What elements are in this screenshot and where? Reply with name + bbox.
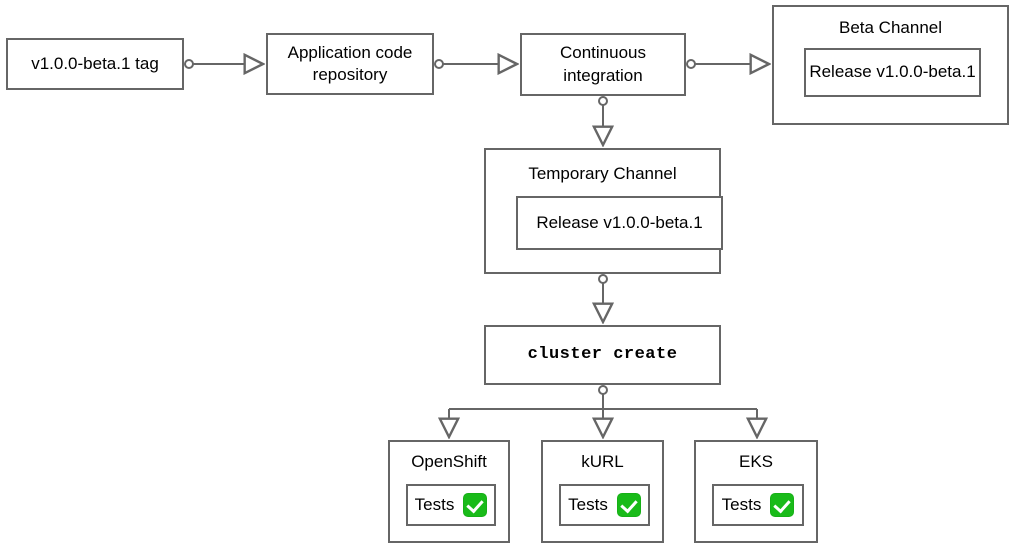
beta-channel-title: Beta Channel bbox=[838, 18, 943, 37]
openshift-title: OpenShift bbox=[411, 452, 487, 471]
temporary-channel-title: Temporary Channel bbox=[528, 164, 677, 183]
kurl-tests-box[interactable]: Tests bbox=[559, 484, 650, 526]
node-beta-channel[interactable]: Beta Channel Release v1.0.0-beta.1 bbox=[772, 5, 1009, 125]
kurl-title: kURL bbox=[581, 452, 624, 471]
beta-channel-release-label: Release v1.0.0-beta.1 bbox=[809, 62, 976, 82]
ci-label-line1: Continuous bbox=[559, 43, 646, 63]
eks-tests-label: Tests bbox=[721, 494, 762, 514]
node-continuous-integration[interactable]: Continuous integration bbox=[520, 33, 686, 96]
node-cluster-create[interactable]: cluster create bbox=[484, 325, 721, 385]
openshift-tests-box[interactable]: Tests bbox=[406, 484, 496, 526]
white-heavy-check-mark-icon bbox=[770, 493, 795, 517]
edge-cluster-create-branch bbox=[449, 385, 757, 437]
openshift-tests-label: Tests bbox=[414, 494, 455, 514]
node-version-tag-label: v1.0.0-beta.1 tag bbox=[31, 53, 159, 73]
edge-tag-to-repo bbox=[184, 60, 263, 68]
ci-label-line2: integration bbox=[563, 65, 643, 85]
repo-label-line2: repository bbox=[312, 65, 388, 84]
node-application-code-repository-label: Application code repository bbox=[288, 42, 413, 86]
eks-title: EKS bbox=[738, 452, 774, 471]
node-kurl[interactable]: kURL Tests bbox=[541, 440, 664, 543]
temporary-channel-release-box[interactable]: Release v1.0.0-beta.1 bbox=[516, 196, 723, 250]
node-openshift[interactable]: OpenShift Tests bbox=[388, 440, 510, 543]
eks-tests-box[interactable]: Tests bbox=[712, 484, 804, 526]
beta-channel-release-box[interactable]: Release v1.0.0-beta.1 bbox=[804, 48, 981, 97]
node-eks[interactable]: EKS Tests bbox=[694, 440, 818, 543]
edge-ci-to-temporary-channel bbox=[599, 96, 607, 145]
eks-tests-row: Tests bbox=[722, 493, 795, 517]
node-continuous-integration-label: Continuous integration bbox=[560, 42, 646, 86]
temporary-channel-release-label: Release v1.0.0-beta.1 bbox=[536, 212, 703, 232]
node-temporary-channel[interactable]: Temporary Channel Release v1.0.0-beta.1 bbox=[484, 148, 723, 274]
white-heavy-check-mark-icon bbox=[616, 493, 641, 517]
white-heavy-check-mark-icon bbox=[463, 493, 488, 517]
openshift-tests-row: Tests bbox=[415, 493, 488, 517]
node-version-tag[interactable]: v1.0.0-beta.1 tag bbox=[6, 38, 184, 90]
edge-temporary-channel-to-cluster-create bbox=[599, 274, 607, 322]
edge-ci-to-beta-channel bbox=[686, 60, 769, 68]
kurl-tests-label: Tests bbox=[568, 494, 608, 514]
repo-label-line1: Application code bbox=[287, 42, 413, 62]
edge-repo-to-ci bbox=[434, 60, 517, 68]
node-application-code-repository[interactable]: Application code repository bbox=[266, 33, 434, 95]
node-cluster-create-label: cluster create bbox=[527, 344, 678, 364]
kurl-tests-row: Tests bbox=[568, 493, 641, 517]
